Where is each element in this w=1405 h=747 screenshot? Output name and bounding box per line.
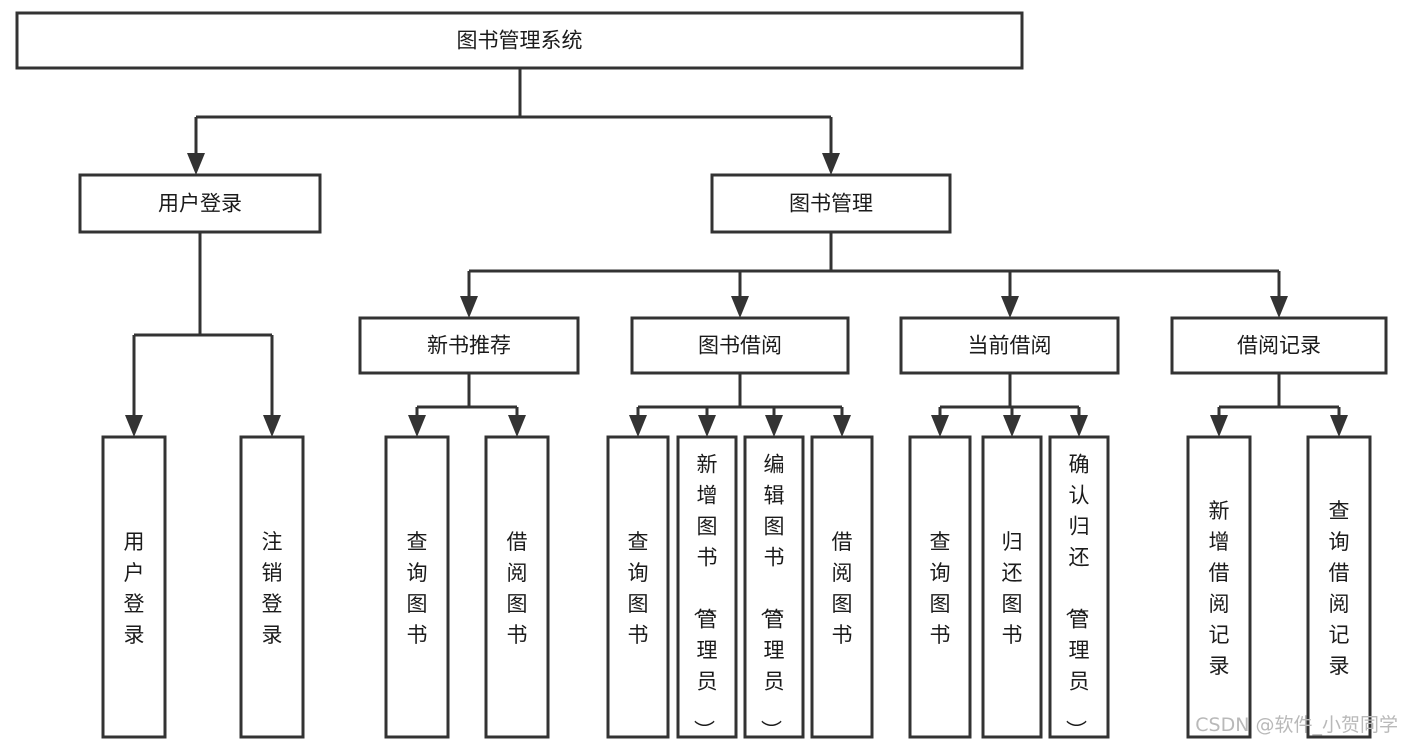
node-label: 查询图书 xyxy=(407,530,428,647)
node-box xyxy=(630,316,850,375)
node-box xyxy=(908,435,972,739)
node-leaf-confirm-return-admin[interactable]: 确认归还（管理员） xyxy=(1048,435,1110,741)
node-label: 借阅记录 xyxy=(1237,334,1321,358)
node-label: 图书管理系统 xyxy=(457,29,583,53)
node-box xyxy=(606,435,670,739)
node-root[interactable]: 图书管理系统 xyxy=(15,11,1024,70)
node-leaf-edit-book-admin[interactable]: 编辑图书（管理员） xyxy=(743,435,805,741)
node-leaf-user-login[interactable]: 用户登录 xyxy=(101,435,167,739)
node-label: 确认归还（管理员） xyxy=(1064,453,1090,741)
connector-bookmanage-to-l2 xyxy=(460,232,1288,318)
node-label: 新增图书（管理员） xyxy=(692,453,718,741)
node-user-login[interactable]: 用户登录 xyxy=(78,173,322,234)
node-new-book-recommend[interactable]: 新书推荐 xyxy=(358,316,580,375)
node-borrow-record[interactable]: 借阅记录 xyxy=(1170,316,1388,375)
node-label: 图书借阅 xyxy=(698,334,782,358)
node-label: 当前借阅 xyxy=(968,334,1052,358)
node-label: 图书管理 xyxy=(789,192,873,216)
connector-record-to-leaves xyxy=(1210,373,1348,437)
node-box xyxy=(810,435,874,739)
node-label: 用户登录 xyxy=(124,530,145,647)
node-box xyxy=(384,435,450,739)
node-box xyxy=(239,435,305,739)
node-leaf-query-book-2[interactable]: 查询图书 xyxy=(606,435,670,739)
node-label: 编辑图书（管理员） xyxy=(759,453,785,741)
node-box xyxy=(78,173,322,234)
node-label: 新书推荐 xyxy=(427,334,511,358)
node-box xyxy=(981,435,1043,739)
node-box xyxy=(676,435,738,739)
node-box xyxy=(484,435,550,739)
node-label: 查询图书 xyxy=(628,530,649,647)
node-label: 借阅图书 xyxy=(832,530,853,647)
node-leaf-borrow-book-1[interactable]: 借阅图书 xyxy=(484,435,550,739)
node-box xyxy=(1170,316,1388,375)
node-label: 归还图书 xyxy=(1002,530,1023,647)
watermark-label: CSDN @软件_小贺同学 xyxy=(1195,714,1398,736)
node-box xyxy=(15,11,1024,70)
node-leaf-query-book-1[interactable]: 查询图书 xyxy=(384,435,450,739)
node-box xyxy=(743,435,805,739)
node-box xyxy=(1186,435,1252,739)
node-label: 注销登录 xyxy=(262,530,283,647)
node-box xyxy=(101,435,167,739)
node-layer: 图书管理系统用户登录图书管理新书推荐图书借阅当前借阅借阅记录用户登录注销登录查询… xyxy=(15,11,1388,741)
node-box xyxy=(899,316,1120,375)
node-book-manage[interactable]: 图书管理 xyxy=(710,173,952,234)
node-book-borrow[interactable]: 图书借阅 xyxy=(630,316,850,375)
node-leaf-add-book-admin[interactable]: 新增图书（管理员） xyxy=(676,435,738,741)
node-leaf-query-book-3[interactable]: 查询图书 xyxy=(908,435,972,739)
node-label: 用户登录 xyxy=(158,192,242,216)
connector-current-to-leaves xyxy=(931,373,1088,437)
connector-userlogin-to-leaves xyxy=(125,232,281,437)
connector-recommend-to-leaves xyxy=(408,373,526,437)
node-box xyxy=(1048,435,1110,739)
node-box xyxy=(358,316,580,375)
node-leaf-logout[interactable]: 注销登录 xyxy=(239,435,305,739)
node-label: 借阅图书 xyxy=(507,530,528,647)
connector-layer xyxy=(125,68,1348,437)
connector-borrow-to-leaves xyxy=(629,373,851,437)
node-current-borrow[interactable]: 当前借阅 xyxy=(899,316,1120,375)
node-box xyxy=(1306,435,1372,739)
node-label: 新增借阅记录 xyxy=(1209,499,1230,678)
node-label: 查询图书 xyxy=(930,530,951,647)
node-leaf-return-book[interactable]: 归还图书 xyxy=(981,435,1043,739)
node-leaf-borrow-book-2[interactable]: 借阅图书 xyxy=(810,435,874,739)
node-box xyxy=(710,173,952,234)
connector-root-to-l1 xyxy=(187,68,840,175)
node-leaf-add-record[interactable]: 新增借阅记录 xyxy=(1186,435,1252,739)
node-leaf-query-record[interactable]: 查询借阅记录 xyxy=(1306,435,1372,739)
node-label: 查询借阅记录 xyxy=(1329,499,1350,678)
